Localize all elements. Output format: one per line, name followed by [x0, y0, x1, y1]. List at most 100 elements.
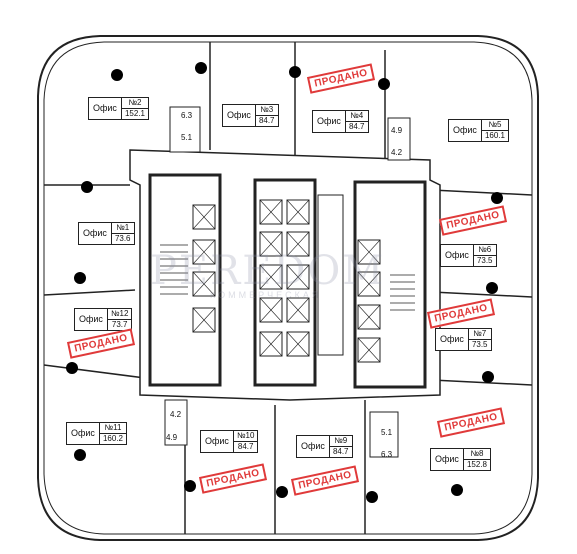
office-area: 160.1 — [484, 131, 505, 140]
restroom-area: 6.3 — [381, 450, 393, 459]
elevator-car — [192, 307, 216, 333]
office-name: Офис — [441, 245, 474, 266]
central-shaft-block — [253, 178, 317, 387]
elevator-car — [286, 264, 310, 290]
office-name: Офис — [313, 111, 346, 132]
elevator-car — [357, 271, 381, 297]
elevator-car — [192, 239, 216, 265]
restroom-area: 4.2 — [170, 410, 182, 419]
office-name: Офис — [201, 431, 234, 452]
watermark-brand: PEREDOM — [150, 248, 386, 294]
office-number: №11 — [99, 423, 126, 434]
right-stairs — [390, 274, 415, 311]
office-name: Офис — [223, 105, 256, 126]
restrooms — [164, 106, 411, 458]
office-name: Офис — [75, 309, 108, 330]
restroom-area: 5.1 — [381, 428, 393, 437]
office-area: 160.2 — [102, 434, 123, 443]
watermark-sub: КОММЕРЧЕСКАЯ — [210, 290, 322, 300]
office-name: Офис — [67, 423, 100, 444]
office-number: №7 — [468, 329, 491, 340]
column-dot — [289, 66, 301, 78]
column-dot — [451, 484, 463, 496]
elevator-car — [259, 199, 283, 225]
office-number: №3 — [255, 105, 278, 116]
column-dot — [486, 282, 498, 294]
elevator-car — [259, 264, 283, 290]
restroom-area: 4.9 — [166, 433, 178, 442]
elevator-car — [259, 331, 283, 357]
elevator-car — [357, 239, 381, 265]
elevator-car — [192, 204, 216, 230]
office-area: 73.7 — [111, 320, 128, 329]
office-number: №2 — [121, 98, 148, 109]
elevator-car — [357, 304, 381, 330]
office-number: №8 — [463, 449, 490, 460]
structural-columns — [66, 62, 503, 503]
elevator-car — [357, 337, 381, 363]
elevator-car — [286, 231, 310, 257]
column-dot — [195, 62, 207, 74]
column-dot — [184, 480, 196, 492]
office-number: №9 — [329, 436, 352, 447]
office-number: №5 — [481, 120, 508, 131]
column-dot — [74, 449, 86, 461]
column-dot — [366, 491, 378, 503]
office-area: 152.8 — [466, 460, 487, 469]
column-dot — [81, 181, 93, 193]
elevator-car — [259, 231, 283, 257]
office-area: 73.5 — [471, 340, 488, 349]
column-dot — [276, 486, 288, 498]
left-stair-block — [148, 173, 222, 387]
office-area: 152.1 — [124, 109, 145, 118]
elevator-car — [286, 331, 310, 357]
elevator-cars — [192, 199, 381, 363]
outer-wall-inner — [43, 41, 533, 535]
office-number: №10 — [233, 431, 258, 442]
left-stairs — [160, 244, 188, 295]
office-number: №1 — [111, 223, 134, 234]
restroom-area: 4.2 — [391, 148, 403, 157]
office-name: Офис — [297, 436, 330, 457]
restroom-area: 6.3 — [181, 111, 193, 120]
column-dot — [491, 192, 503, 204]
column-dot — [482, 371, 494, 383]
office-area: 84.7 — [332, 447, 349, 456]
column-dot — [378, 78, 390, 90]
office-name: Офис — [436, 329, 469, 350]
office-name: Офис — [79, 223, 112, 244]
elevator-car — [259, 297, 283, 323]
elevator-car — [286, 297, 310, 323]
restroom-area: 4.9 — [391, 126, 403, 135]
office-area: 84.7 — [258, 116, 275, 125]
elevator-car — [192, 271, 216, 297]
column-dot — [74, 272, 86, 284]
office-area: 73.6 — [114, 234, 131, 243]
column-dot — [66, 362, 78, 374]
restroom-area: 5.1 — [181, 133, 193, 142]
office-number: №4 — [345, 111, 368, 122]
office-number: №6 — [473, 245, 496, 256]
office-name: Офис — [449, 120, 482, 141]
column-dot — [111, 69, 123, 81]
office-name: Офис — [89, 98, 122, 119]
office-area: 84.7 — [237, 442, 254, 451]
right-stair-block — [353, 180, 427, 389]
office-area: 84.7 — [348, 122, 365, 131]
office-name: Офис — [431, 449, 464, 470]
office-area: 73.5 — [476, 256, 493, 265]
office-number: №12 — [107, 309, 132, 320]
